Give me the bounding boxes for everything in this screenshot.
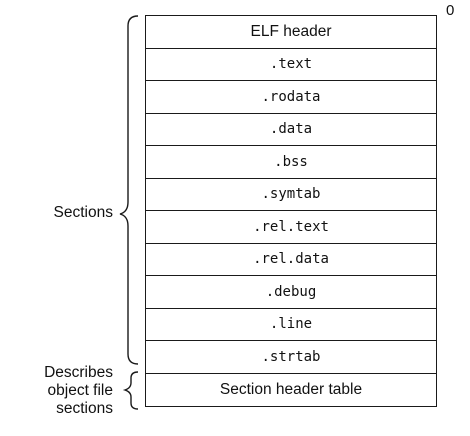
describes-line-3: sections: [56, 400, 113, 417]
describes-label: Describes object file sections: [10, 364, 113, 418]
row-strtab: .strtab: [146, 341, 436, 374]
row-label: .line: [269, 316, 313, 333]
row-elf-header: ELF header: [146, 16, 436, 49]
row-rel-data: .rel.data: [146, 244, 436, 276]
row-text: .text: [146, 49, 436, 81]
sections-brace: [119, 15, 139, 365]
row-label: ELF header: [250, 22, 332, 40]
row-label: .symtab: [261, 186, 321, 203]
elf-section-stack: ELF header .text .rodata .data .bss .sym…: [145, 15, 437, 407]
row-section-header-table: Section header table: [146, 374, 436, 407]
row-label: .rodata: [261, 88, 321, 105]
row-symtab: .symtab: [146, 179, 436, 211]
row-debug: .debug: [146, 276, 436, 309]
row-label: Section header table: [219, 380, 363, 398]
row-data: .data: [146, 114, 436, 146]
row-label: .rel.data: [253, 251, 329, 268]
offset-zero-label: 0: [446, 2, 455, 19]
row-label: .strtab: [261, 348, 321, 365]
row-label: .bss: [274, 153, 308, 170]
row-bss: .bss: [146, 146, 436, 179]
row-label: .text: [269, 56, 313, 73]
row-rodata: .rodata: [146, 81, 436, 114]
row-line: .line: [146, 309, 436, 341]
header-table-brace: [122, 371, 139, 410]
describes-line-2: object file: [47, 382, 113, 399]
row-label: .data: [269, 121, 313, 138]
describes-line-1: Describes: [44, 364, 113, 381]
sections-label: Sections: [53, 204, 113, 221]
row-label: .debug: [265, 283, 317, 300]
row-rel-text: .rel.text: [146, 211, 436, 244]
row-label: .rel.text: [253, 218, 329, 235]
